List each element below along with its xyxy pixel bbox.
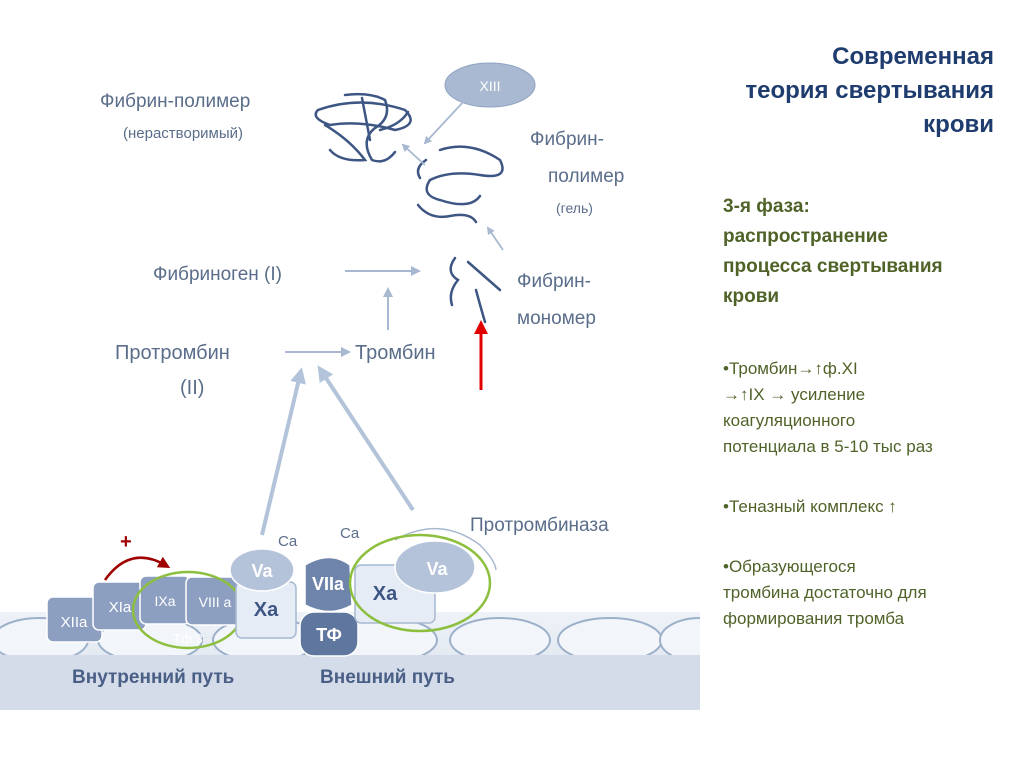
fibrin-mesh-insoluble [314, 92, 412, 163]
tissue-factor: ТФ [299, 611, 359, 657]
phase-line-2: распространение [723, 226, 888, 247]
slide-title: Современная теория свертывания крови [634, 40, 994, 142]
side-text: 3-я фаза: распространение процесса сверт… [723, 192, 1023, 632]
factor-viiia: VIII a [185, 576, 245, 626]
insoluble-note: (нерастворимый) [123, 125, 243, 142]
phase-heading: 3-я фаза: распространение процесса сверт… [723, 192, 1023, 312]
intrinsic-to-thrombin-arrow [260, 367, 306, 536]
bullet-line: тромбина достаточно для [723, 583, 927, 602]
fibrin-polymer-gel-label-2: полимер [548, 166, 624, 187]
tissue-factor-label: ТФ [316, 625, 342, 645]
fibrin-monomer-label-2: мономер [517, 308, 596, 329]
factor-ixa-label: IXa [154, 593, 175, 609]
bullet-line: •Тромбин→↑ф.XI [723, 359, 858, 378]
title-line-2: теория свертывания [745, 77, 994, 104]
prothrombinase-arc [394, 528, 497, 571]
tf3-label: Тф 3 [173, 631, 202, 646]
bullet-line: потенциала в 5-10 тыс раз [723, 437, 933, 456]
phase-line-3: процесса свертывания [723, 256, 943, 277]
bullet-line: •Образующегося [723, 557, 856, 576]
calcium-label-2: Ca [340, 525, 360, 542]
phase-line-1: 3-я фаза: [723, 196, 810, 217]
bullet-line: формирования тромба [723, 609, 905, 628]
factor-va-left: Va [229, 548, 295, 592]
factor-xa-right-label: Xa [373, 583, 398, 605]
title-line-1: Современная [832, 43, 994, 70]
fibrin-polymer-insoluble-label: Фибрин-полимер [100, 91, 250, 112]
bullet-line: →↑IX → усиление [723, 385, 866, 404]
factor-viiia-label: VIII a [199, 594, 232, 610]
extrinsic-pathway-label: Внешний путь [320, 667, 455, 688]
prothrombin-note: (II) [180, 377, 204, 399]
extrinsic-to-thrombin-arrow [317, 365, 415, 512]
bullet-line: •Теназный комплекс ↑ [723, 497, 897, 516]
fibrin-polymer-gel-label-1: Фибрин- [530, 129, 604, 150]
factor-va-right: Va [394, 540, 476, 594]
prothrombin-label: Протромбин [115, 342, 230, 364]
coagulation-diagram: XIII Фибрин-полимер (нерастворимый) Фибр… [0, 62, 700, 710]
factor-viia: VIIa [304, 556, 353, 613]
activation-plus: + [120, 531, 132, 553]
factor-xia-label: XIa [109, 599, 132, 616]
prothrombinase-label: Протромбиназа [470, 515, 609, 536]
factor-viia-label: VIIa [312, 574, 345, 594]
factor-va-right-label: Va [426, 559, 448, 579]
calcium-label-1: Ca [278, 533, 298, 550]
bullet-line: коагуляционного [723, 411, 856, 430]
bullet-thrombin: •Тромбин→↑ф.XI →↑IX → усиление коагуляци… [723, 356, 1023, 460]
prothrombinase-complex-ring [348, 533, 492, 633]
factor-xa-left: Xa [235, 581, 297, 639]
factor-xia: XIa [92, 581, 147, 631]
bullet-thrombus: •Образующегося тромбина достаточно для ф… [723, 554, 1023, 632]
phase-line-4: крови [723, 286, 780, 307]
fibrin-monomer-label-1: Фибрин- [517, 271, 591, 292]
factor-xiia-label: XIIa [61, 614, 88, 631]
fibrin-monomer-strands [449, 256, 502, 324]
fibrin-mesh-gel [416, 145, 504, 224]
factor-va-left-label: Va [251, 561, 273, 581]
activation-arrow [103, 556, 171, 581]
thrombin-label: Тромбин [355, 342, 436, 364]
factor-xa-left-label: Xa [254, 599, 279, 621]
factor-xiii: XIII [444, 62, 536, 108]
intrinsic-pathway-label: Внутренний путь [72, 667, 234, 688]
gel-note: (гель) [556, 200, 593, 216]
title-line-3: крови [923, 111, 994, 138]
factor-xiii-label: XIII [479, 78, 500, 94]
fibrinogen-label: Фибриноген (I) [153, 264, 282, 285]
bullet-tenase: •Теназный комплекс ↑ [723, 494, 1023, 520]
